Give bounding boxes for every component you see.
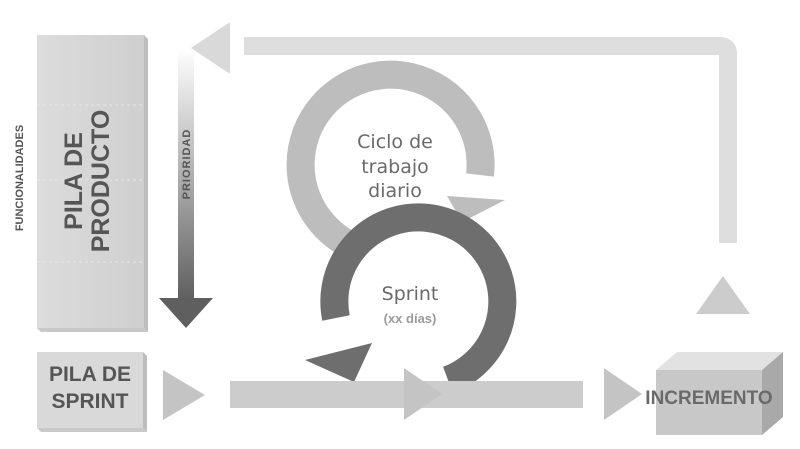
feedback-arrow <box>191 22 737 243</box>
increment-box <box>656 352 783 435</box>
sprint-ring <box>305 203 517 394</box>
product-backlog-box <box>37 35 148 332</box>
flow-arrow-2 <box>404 368 442 420</box>
sprint-backlog-label-line2: SPRINT <box>51 390 128 413</box>
priority-label: PRIORIDAD <box>181 129 193 200</box>
flow-arrow-1 <box>163 370 205 420</box>
priority-arrow <box>159 48 213 328</box>
features-label: FUNCIONALIDADES <box>14 125 26 231</box>
sprint-label: Sprint <box>382 283 439 305</box>
sprint-duration-label: (xx días) <box>384 311 437 326</box>
increment-label: INCREMENTO <box>645 388 772 409</box>
daily-cycle-label-line3: diario <box>368 180 422 202</box>
daily-cycle-label-line1: Ciclo de <box>357 131 433 153</box>
daily-cycle-label-line2: trabajo <box>361 156 429 178</box>
product-backlog-label-line2: PRODUCTO <box>87 110 115 253</box>
flow-arrow-3 <box>604 368 642 420</box>
sprint-backlog-box <box>37 352 147 432</box>
product-backlog-label-line1: PILA DE <box>60 132 88 230</box>
sprint-backlog-label-line1: PILA DE <box>49 363 131 386</box>
increment-up-arrow <box>696 276 750 314</box>
